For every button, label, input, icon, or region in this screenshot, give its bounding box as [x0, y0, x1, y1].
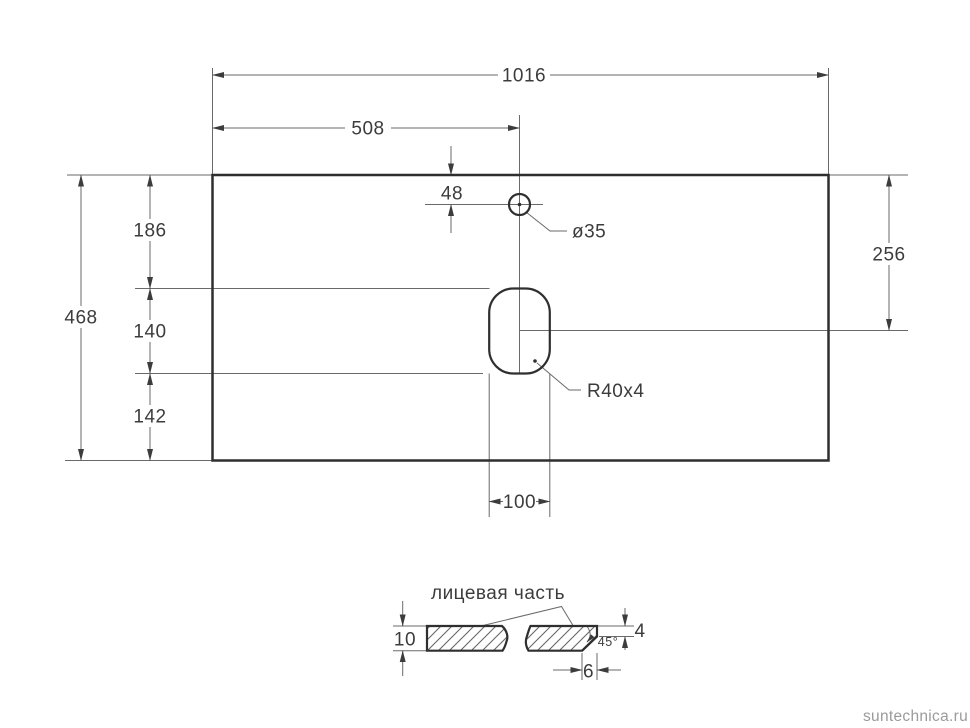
dim-508-bg [345, 117, 391, 139]
leader-front-part [482, 605, 574, 626]
faucet-hole-center [517, 202, 522, 207]
angle-label: 45° [598, 635, 618, 649]
dim-256-bg [866, 243, 912, 265]
front-part-label: лицевая часть [431, 583, 565, 604]
plan-view: 1016 508 48 ø35 256 468 186 140 142 R40x… [58, 64, 912, 517]
dim-text-hole-offset: 48 [441, 184, 463, 205]
dim-text-cutout-width: 100 [503, 492, 536, 513]
dim-1016-bg [498, 64, 550, 86]
dim-text-center-offset: 508 [351, 119, 384, 140]
countertop-outline [211, 173, 830, 462]
dim-text-total-depth: 468 [64, 308, 97, 329]
section-slab-left [425, 624, 509, 652]
leader-hole-diameter [525, 211, 567, 232]
watermark: suntechnica.ru [863, 708, 968, 725]
section-slab-right [524, 624, 599, 652]
dim-text-thickness: 10 [394, 630, 416, 651]
dim-text-total-width: 1016 [502, 66, 546, 87]
cutout-radius-label: R40x4 [587, 381, 644, 402]
dim-text-mid-segment: 140 [133, 322, 166, 343]
dim-text-chamfer-depth: 6 [583, 662, 594, 683]
leader-cutout-radius [536, 362, 581, 391]
dim-text-edge-height: 4 [634, 621, 645, 642]
leader-dot-cutout [533, 359, 537, 363]
dim-text-top-segment: 186 [133, 221, 166, 242]
sink-cutout [488, 287, 551, 375]
dim-text-top-to-cutout-center: 256 [872, 245, 905, 266]
dim-100-bg [503, 491, 536, 512]
hole-diameter-label: ø35 [572, 222, 606, 243]
dim-142-bg [127, 405, 173, 427]
dim-468-bg [58, 306, 104, 328]
dim-text-bottom-segment: 142 [133, 407, 166, 428]
dim-186-bg [127, 219, 173, 241]
dim-140-bg [127, 320, 173, 342]
section-view: лицевая часть 10 4 45° 6 [393, 583, 645, 683]
faucet-hole [507, 192, 532, 217]
